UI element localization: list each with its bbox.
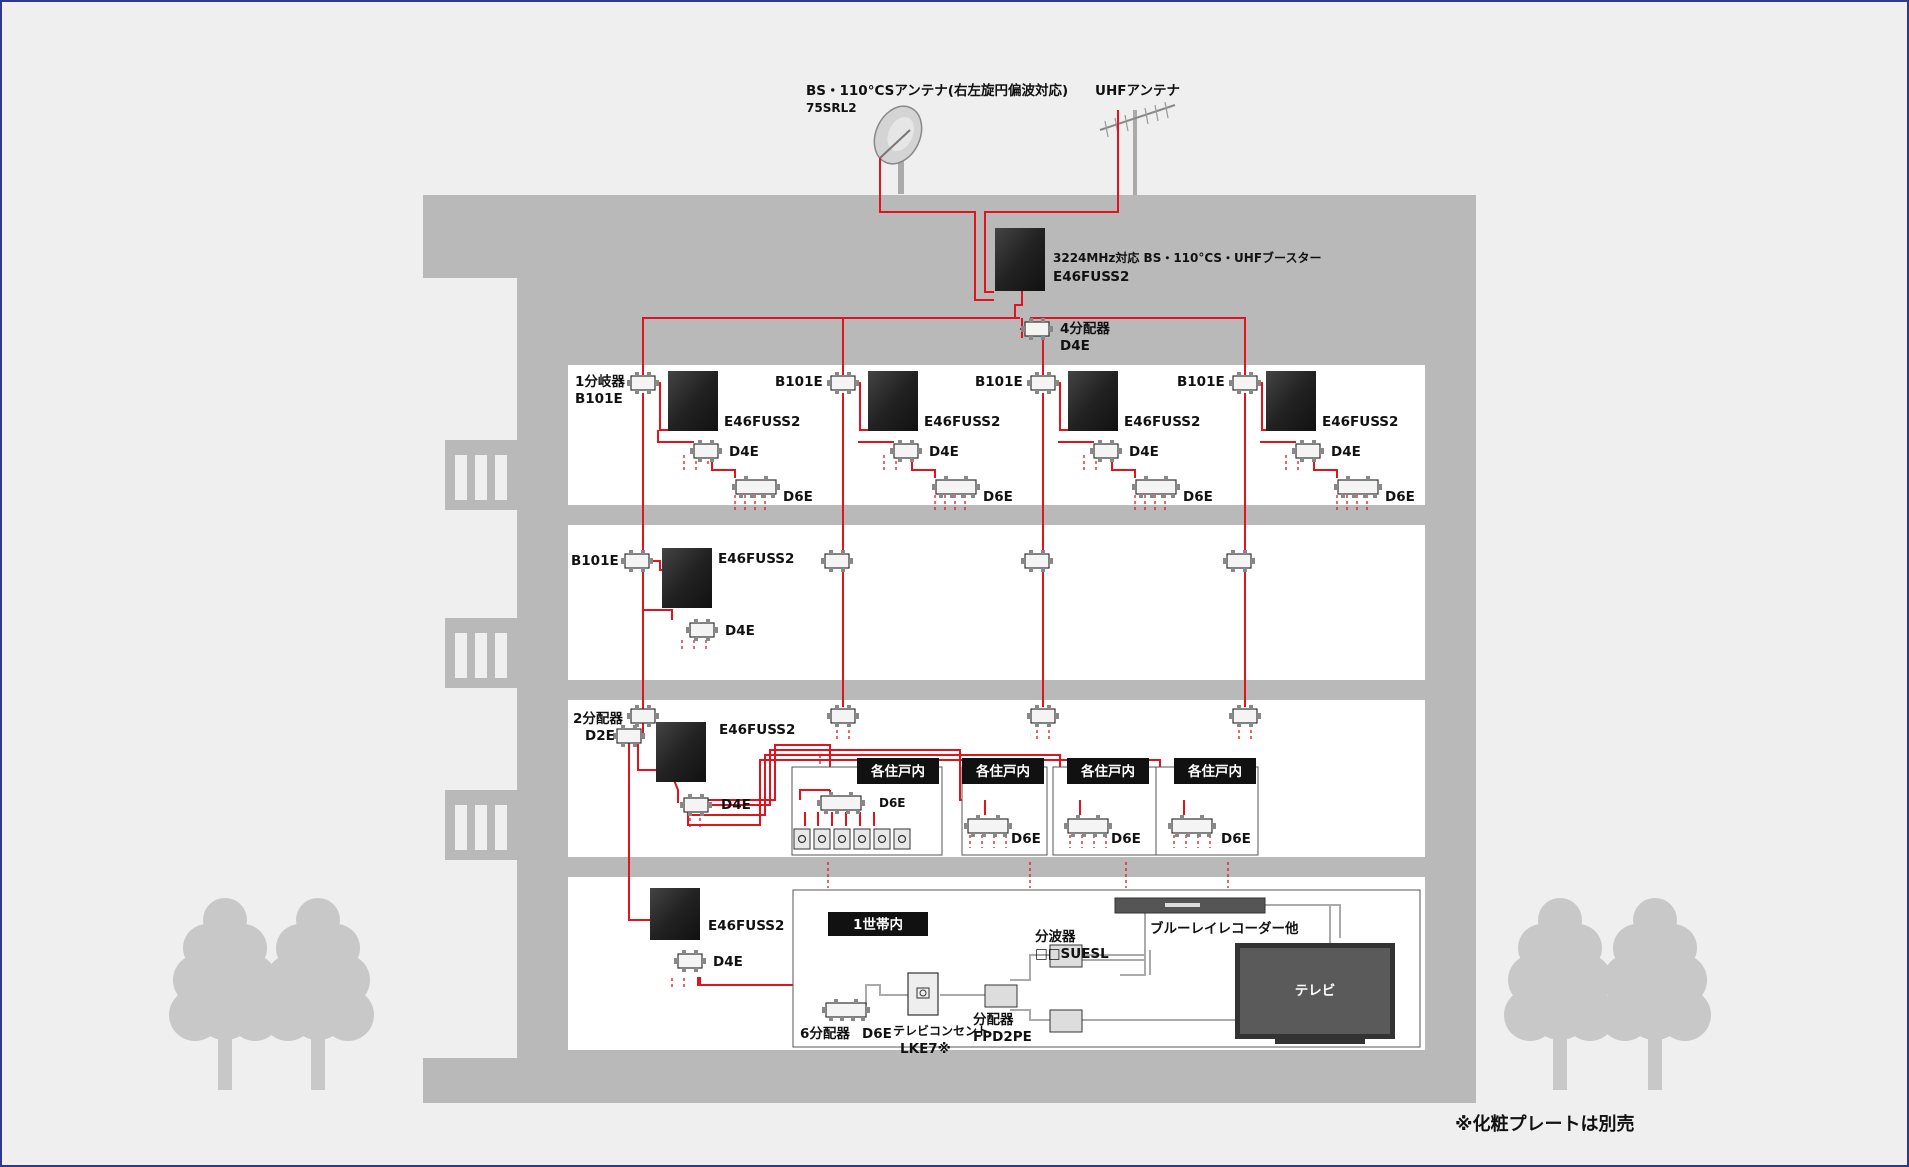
household-tag xyxy=(828,912,928,936)
main-splitter-model: D4E xyxy=(1060,338,1090,354)
unit-tag-3-label: 各住戸内 xyxy=(1080,763,1135,780)
d6e-4-1-label: D6E xyxy=(783,489,813,505)
booster-4-1 xyxy=(668,371,718,431)
diplexer-2 xyxy=(1049,1009,1083,1033)
booster-4-3-model: E46FUSS2 xyxy=(1124,414,1200,430)
d4e-4-3-label: D4E xyxy=(1129,444,1159,460)
unit-tag-4 xyxy=(1174,758,1256,784)
d6e-4-2-label: D6E xyxy=(983,489,1013,505)
outlet-title: テレビコンセント xyxy=(893,1023,989,1038)
d6e-2-unit3-label: D6E xyxy=(1111,831,1141,847)
d4e-4-4-label: D4E xyxy=(1331,444,1361,460)
trunk-cables xyxy=(628,110,1246,921)
diplexer-title: 分波器 xyxy=(1035,928,1076,945)
booster-1-1 xyxy=(650,888,700,940)
splitter-fpd2pe xyxy=(984,984,1018,1008)
d4e-3-1-label: D4E xyxy=(725,623,755,639)
d6e-2-unit4-label: D6E xyxy=(1221,831,1251,847)
d4e-2-1-label: D4E xyxy=(721,797,751,813)
branch-4-4-model: B101E xyxy=(1177,374,1225,390)
d4e-4-2-label: D4E xyxy=(929,444,959,460)
branch-4-1-prefix: 1分岐器 xyxy=(575,373,625,390)
unit-tag-3 xyxy=(1067,758,1149,784)
recorder-label: ブルーレイレコーダー他 xyxy=(1150,920,1299,937)
footnote: ※化粧プレートは別売 xyxy=(1455,1113,1635,1135)
bs-antenna-title: BS・110°CSアンテナ(右左旋円偏波対応) xyxy=(806,82,1068,99)
branch-4-1-model: B101E xyxy=(575,391,623,407)
booster-3-1 xyxy=(662,548,712,608)
bs-antenna-model: 75SRL2 xyxy=(806,101,857,115)
main-booster xyxy=(995,228,1045,291)
six-splitter-model: D6E xyxy=(862,1026,892,1042)
main-booster-title: 3224MHz対応 BS・110°CS・UHFブースター xyxy=(1053,250,1321,265)
floor2-group: 各住戸内 各住戸内 各住戸内 各住戸内 D6E D6E D6E xyxy=(573,704,1262,856)
floor4-group: 1分岐器 B101E B101E B101E B101E E46FUSS2 E4… xyxy=(575,371,1415,510)
splitter-2-title: 2分配器 xyxy=(573,711,623,727)
d6e-4-4-label: D6E xyxy=(1385,489,1415,505)
d4e-1-1-label: D4E xyxy=(713,954,743,970)
booster-2-1 xyxy=(656,722,706,782)
d6e-2-unit2-label: D6E xyxy=(1011,831,1041,847)
booster-4-4 xyxy=(1266,371,1316,431)
tv-label: テレビ xyxy=(1295,983,1336,999)
unit-tag-1 xyxy=(857,758,939,784)
splitter-2-model: D2E xyxy=(585,728,615,744)
booster-4-2 xyxy=(868,371,918,431)
floor1-group: 1世帯内 E46FUSS2 D4E 6分配 xyxy=(648,862,1421,1057)
branch-3-1-model: B101E xyxy=(571,553,619,569)
outlet-model: LKE7※ xyxy=(900,1041,951,1057)
booster-4-3 xyxy=(1068,371,1118,431)
uhf-antenna-title: UHFアンテナ xyxy=(1095,83,1180,99)
tv-outlet xyxy=(907,972,939,1016)
booster-1-1-model: E46FUSS2 xyxy=(708,918,784,934)
diplexer-1 xyxy=(1049,944,1083,968)
unit-tag-2-label: 各住戸内 xyxy=(975,763,1030,780)
booster-4-1-model: E46FUSS2 xyxy=(724,414,800,430)
booster-2-1-model: E46FUSS2 xyxy=(719,722,795,738)
unit-tag-2 xyxy=(962,758,1044,784)
unit-tag-1-label: 各住戸内 xyxy=(870,763,925,780)
d6e-2-unit1-label: D6E xyxy=(879,796,906,810)
d4e-4-1-label: D4E xyxy=(729,444,759,460)
branch-4-3-model: B101E xyxy=(975,374,1023,390)
booster-4-2-model: E46FUSS2 xyxy=(924,414,1000,430)
main-splitter-title: 4分配器 xyxy=(1060,321,1110,337)
d6e-4-3-label: D6E xyxy=(1183,489,1213,505)
household-tag-label: 1世帯内 xyxy=(853,916,903,933)
splitter-fpd2pe-title: 分配器 xyxy=(973,1012,1014,1028)
branch-4-2-model: B101E xyxy=(775,374,823,390)
booster-3-1-model: E46FUSS2 xyxy=(718,551,794,567)
bs-antenna xyxy=(873,105,923,194)
unit-tag-4-label: 各住戸内 xyxy=(1187,763,1242,780)
booster-4-4-model: E46FUSS2 xyxy=(1322,414,1398,430)
splitter-fpd2pe-model: FPD2PE xyxy=(973,1029,1032,1045)
floor3-group: B101E E46FUSS2 D4E xyxy=(571,548,1256,652)
diplexer-model: □□SUESL xyxy=(1035,946,1109,962)
main-booster-model: E46FUSS2 xyxy=(1053,269,1129,285)
six-splitter-title: 6分配器 xyxy=(800,1026,850,1042)
